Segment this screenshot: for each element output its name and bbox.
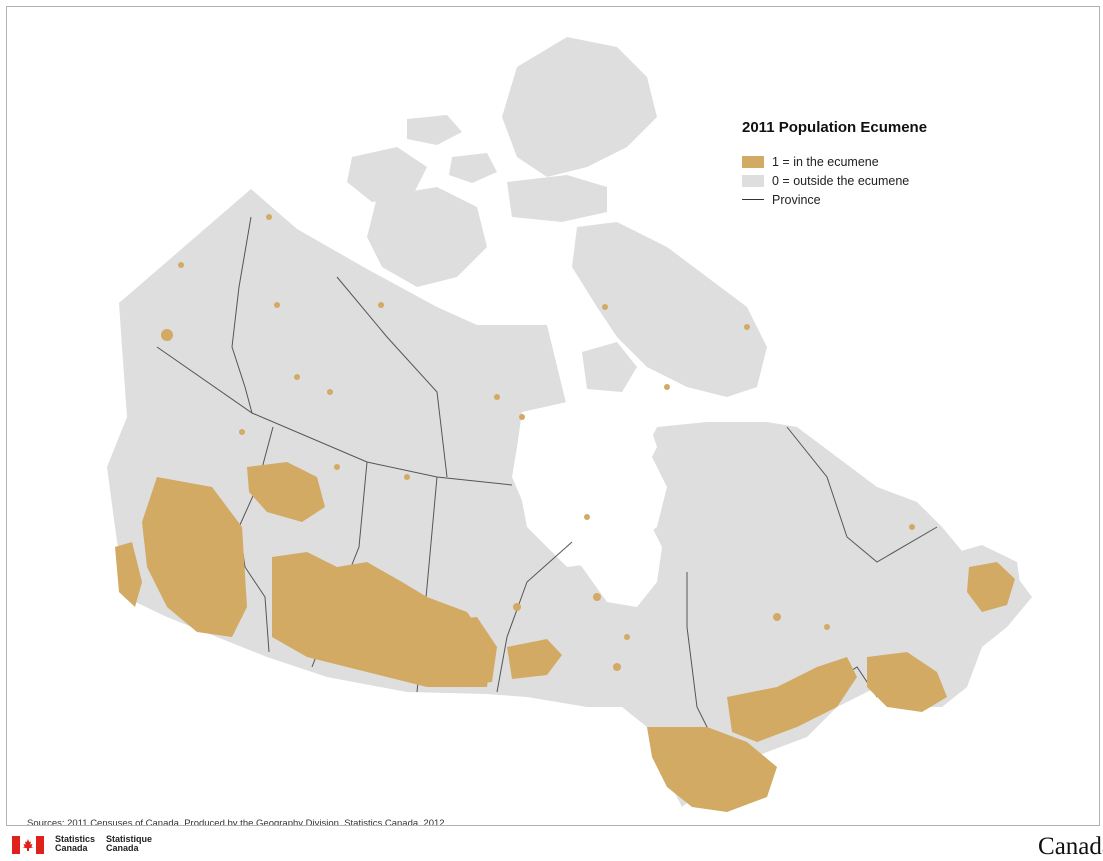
island-southampton: [582, 342, 637, 392]
map-frame: 2011 Population Ecumene 1 = in the ecume…: [6, 6, 1100, 826]
ecumene-nw-ontario: [507, 639, 562, 679]
ecumene-areas: [115, 214, 1015, 812]
border-nwt-nunavut: [336, 276, 448, 478]
legend-swatch-in-ecumene: [742, 155, 764, 168]
island-baffin: [572, 222, 767, 397]
ecumene-southern-ontario: [647, 727, 777, 812]
footer: Statistics Canada Statistique Canada Can…: [0, 826, 1103, 860]
sources-note: Sources: 2011 Censuses of Canada. Produc…: [27, 818, 448, 826]
ecumene-newfoundland: [967, 562, 1015, 612]
island-ellesmere: [502, 37, 657, 177]
ecumene-spot-6: [239, 429, 245, 435]
island-south-small: [449, 153, 497, 183]
legend: 2011 Population Ecumene 1 = in the ecume…: [742, 119, 927, 209]
canada-wordmark: Canada: [1038, 833, 1103, 860]
ecumene-spot-13: [909, 524, 915, 530]
legend-swatch-province-line: [742, 199, 764, 200]
ecumene-spot-10: [602, 304, 608, 310]
hudson-bay: [512, 402, 662, 607]
legend-item-outside-ecumene: 0 = outside the ecumene: [742, 171, 927, 190]
ecumene-spot-22: [404, 474, 410, 480]
border-yukon-nwt: [231, 216, 253, 414]
ecumene-st-lawrence: [727, 657, 857, 742]
map-canvas: [107, 37, 1032, 812]
legend-swatch-outside-ecumene: [742, 174, 764, 187]
island-banks: [347, 147, 427, 202]
legend-item-province: Province: [742, 190, 927, 209]
ecumene-spot-2: [178, 262, 184, 268]
ecumene-spot-7: [378, 302, 384, 308]
ecumene-alberta-north: [247, 462, 325, 522]
ecumene-spot-11: [664, 384, 670, 390]
ecumene-spot-3: [274, 302, 280, 308]
island-north-small: [407, 115, 462, 145]
ecumene-spot-1: [266, 214, 272, 220]
ecumene-bc-south: [142, 477, 247, 637]
ecumene-spot-16: [624, 634, 630, 640]
ecumene-spot-15: [513, 603, 521, 611]
ecumene-spot-8: [494, 394, 500, 400]
legend-label-in-ecumene: 1 = in the ecumene: [772, 154, 879, 169]
legend-item-in-ecumene: 1 = in the ecumene: [742, 152, 927, 171]
agency-name-english: Statistics Canada: [55, 834, 96, 853]
island-devon: [507, 175, 607, 222]
legend-label-outside-ecumene: 0 = outside the ecumene: [772, 173, 910, 188]
ecumene-spot-9: [519, 414, 525, 420]
ecumene-spot-17: [773, 613, 781, 621]
ecumene-spot-4: [294, 374, 300, 380]
ecumene-spot-12: [744, 324, 750, 330]
ecumene-spot-21: [334, 464, 340, 470]
agency-name-french: Statistique Canada: [106, 834, 153, 853]
canada-flag-icon: [12, 836, 44, 854]
ecumene-spot-5: [327, 389, 333, 395]
legend-title: 2011 Population Ecumene: [742, 119, 928, 136]
legend-label-province: Province: [772, 192, 821, 207]
island-victoria: [367, 187, 487, 287]
ecumene-bc-coast: [115, 542, 142, 607]
ecumene-maritimes: [867, 652, 947, 712]
ecumene-spot-20: [613, 663, 621, 671]
border-quebec-labrador: [786, 426, 938, 563]
ecumene-spot-18: [824, 624, 830, 630]
ecumene-spot-19: [584, 514, 590, 520]
ecumene-spot-yukon: [161, 329, 173, 341]
ecumene-manitoba-south: [427, 617, 497, 687]
ecumene-spot-14: [593, 593, 601, 601]
